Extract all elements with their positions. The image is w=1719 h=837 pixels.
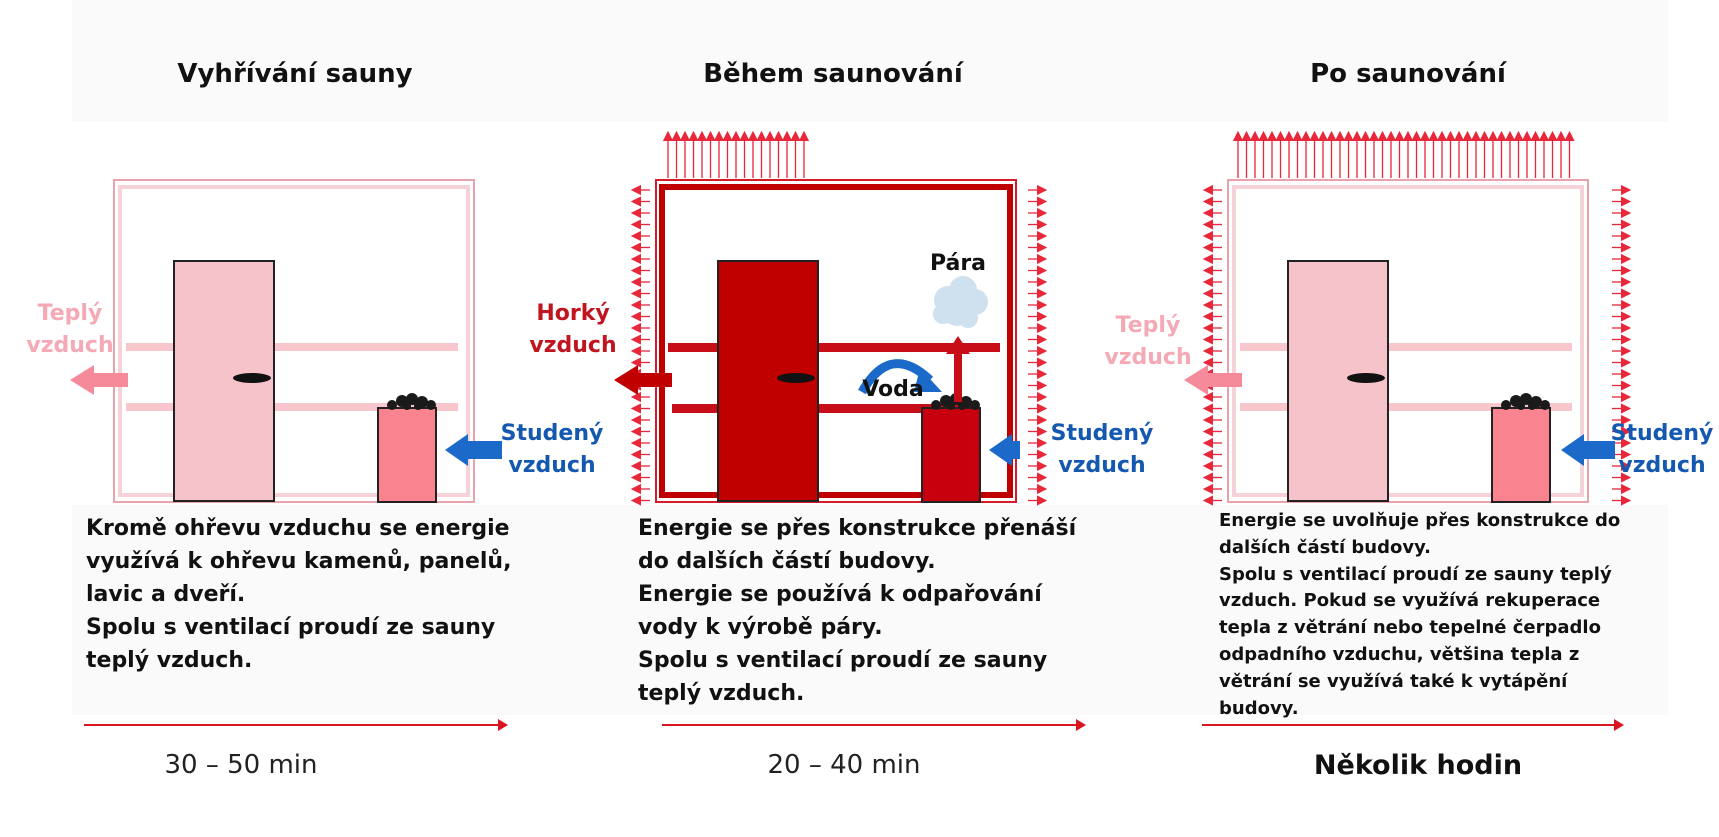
text-band [72, 505, 1668, 715]
warm-air-label-line2: vzduch [1104, 345, 1191, 370]
description-line: využívá k ohřevu kamenů, panelů, [86, 549, 512, 574]
panel-after: Po saunování Teplý vzduch Stu [1104, 59, 1713, 781]
cold-air-label-line1: Studený [1051, 421, 1154, 446]
cold-air-inflow: Studený vzduch [1561, 421, 1713, 478]
description-line: Energie se používá k odpařování [638, 582, 1042, 607]
panel-title: Po saunování [1310, 59, 1508, 89]
description-line: dalších částí budovy. [1219, 536, 1432, 558]
sauna-room [1227, 179, 1589, 503]
panel-after-description: Energie se uvolňuje přes konstrukce do d… [1219, 508, 1620, 722]
description-line: do dalších částí budovy. [638, 549, 936, 574]
cold-air-inflow: Studený vzduch [989, 421, 1153, 478]
duration-label: Několik hodin [1314, 750, 1522, 781]
duration-label: 20 – 40 min [768, 750, 921, 780]
water-label: Voda [862, 377, 924, 402]
warm-air-outflow: Teplý vzduch [26, 301, 128, 395]
heater-stones [387, 393, 436, 410]
cold-air-label-line2: vzduch [1618, 453, 1705, 478]
bench-upper [668, 343, 1000, 352]
heater-body [921, 407, 981, 503]
warm-air-outflow: Teplý vzduch [1104, 313, 1242, 395]
timeline: 20 – 40 min [662, 719, 1086, 780]
description-line: vzduch. Pokud se využívá rekuperace [1219, 590, 1601, 612]
hot-air-label-line1: Horký [536, 301, 609, 326]
timeline-arrow-head [498, 719, 508, 731]
panel-during: Během saunování Voda [529, 59, 1153, 780]
steam-rise-shaft [954, 352, 962, 402]
timeline-arrow-head [1076, 719, 1086, 731]
bench-lower [672, 404, 972, 413]
description-line: větrání se využívá také k vytápění [1219, 670, 1568, 692]
cold-air-label-line1: Studený [1611, 421, 1714, 446]
description-line: Spolu s ventilací proudí ze sauny [86, 615, 496, 640]
sauna-room [113, 179, 475, 503]
heat-radiation-arrows [630, 130, 1048, 506]
panel-heating: Vyhřívání sauny Teplý vzduch [26, 59, 603, 780]
warm-air-label-line1: Teplý [1116, 313, 1181, 338]
description-line: Spolu s ventilací proudí ze sauny teplý [1219, 563, 1612, 585]
room-outer-wall [1227, 179, 1589, 503]
sauna-heater [921, 393, 981, 503]
warm-air-label-line1: Teplý [38, 301, 103, 326]
description-line: teplý vzduch. [638, 681, 805, 706]
heat-radiation-arrows [1202, 130, 1632, 506]
hot-air-outflow: Horký vzduch [529, 301, 672, 395]
bench-lower [126, 403, 458, 411]
room-inner-wall [1232, 185, 1584, 497]
description-line: tepla z větrání nebo tepelné čerpadlo [1219, 617, 1601, 639]
description-line: Spolu s ventilací proudí ze sauny [638, 648, 1048, 673]
panel-title: Vyhřívání sauny [177, 59, 412, 89]
cold-air-label-line2: vzduch [508, 453, 595, 478]
room-outer-wall [113, 179, 475, 503]
hot-air-label-line2: vzduch [529, 333, 616, 358]
steam-rise-arrow-head [946, 336, 970, 354]
warm-air-label-line2: vzduch [26, 333, 113, 358]
description-line: teplý vzduch. [86, 648, 253, 673]
room-inner-wall [118, 185, 470, 497]
steam-label: Pára [930, 251, 986, 276]
title-band [72, 0, 1668, 122]
door-handle [777, 373, 815, 383]
sauna-heater [1491, 393, 1551, 503]
warm-air-arrow [70, 365, 128, 395]
sauna-room: Voda Pára [655, 179, 1017, 503]
description-line: odpadního vzduchu, většina tepla z [1219, 643, 1580, 665]
description-line: Kromě ohřevu vzduchu se energie [86, 516, 510, 541]
cold-air-arrow [1561, 434, 1615, 466]
bench-upper [126, 343, 458, 351]
heater-stones [1501, 393, 1550, 410]
steam-cloud [933, 276, 988, 328]
timeline: 30 – 50 min [84, 719, 508, 780]
description-line: vody k výrobě páry. [638, 615, 883, 640]
hot-air-arrow [614, 365, 672, 395]
cold-air-arrow [445, 434, 502, 466]
duration-label: 30 – 50 min [165, 750, 318, 780]
description-line: Energie se uvolňuje přes konstrukce do [1219, 510, 1621, 531]
heater-body [1491, 407, 1551, 503]
cold-air-label-line1: Studený [501, 421, 604, 446]
door-handle [233, 373, 271, 383]
sauna-heater [377, 393, 437, 503]
description-line: lavic a dveří. [86, 582, 246, 607]
water-arrow-head [914, 368, 942, 392]
description-line: Energie se přes konstrukce přenáší [638, 516, 1077, 541]
timeline: Několik hodin [1202, 719, 1624, 781]
bench-lower [1240, 403, 1572, 411]
room-inner-wall [659, 184, 1013, 498]
panel-during-description: Energie se přes konstrukce přenáší do da… [638, 512, 1076, 710]
cold-air-label-line2: vzduch [1058, 453, 1145, 478]
cold-air-inflow: Studený vzduch [445, 421, 603, 478]
timeline-arrow-head [1614, 719, 1624, 731]
door-handle [1347, 373, 1385, 383]
panel-heating-description: Kromě ohřevu vzduchu se energie využívá … [86, 512, 511, 677]
bench-upper [1240, 343, 1572, 351]
heater-body [377, 407, 437, 503]
room-outer-wall [655, 179, 1017, 503]
description-line: budovy. [1219, 697, 1299, 719]
panel-title: Během saunování [703, 59, 965, 89]
warm-air-arrow [1184, 365, 1242, 395]
